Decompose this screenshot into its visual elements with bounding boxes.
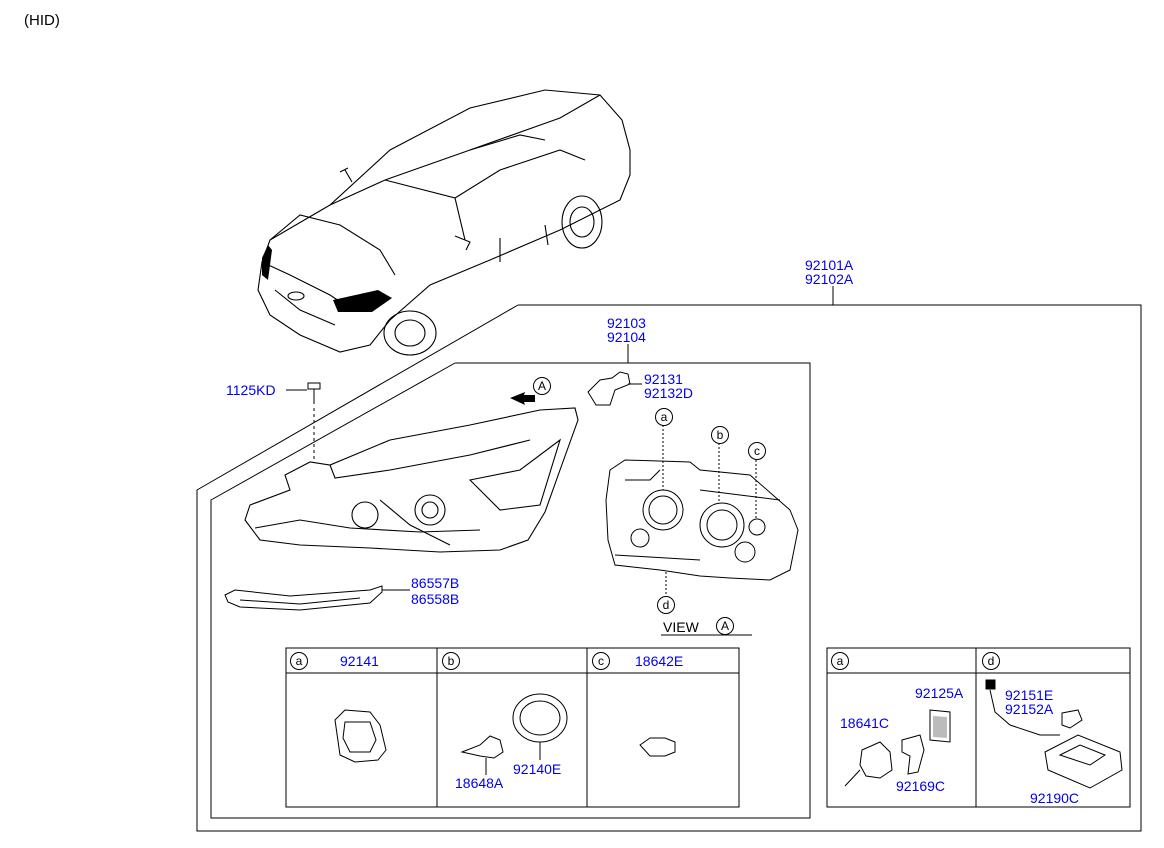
part-number-1125kd: 1125KD <box>226 382 276 398</box>
lamp-strip <box>224 585 410 611</box>
part-number-92102a: 92102A <box>805 271 854 287</box>
table-main-part-92141: 92141 <box>340 653 379 669</box>
assembly-frame <box>196 286 1142 832</box>
bulb-socket-a <box>334 709 387 763</box>
bolt-1125kd <box>307 382 321 460</box>
wiring-d <box>985 679 1083 736</box>
part-number-92151e: 92151E <box>1005 687 1054 703</box>
part-number-92190c: 92190C <box>1030 790 1080 806</box>
callout-a: a <box>655 408 673 426</box>
view-label: VIEW <box>663 619 699 635</box>
callout-a-upper: A <box>533 377 551 395</box>
part-number-92132d: 92132D <box>644 385 694 401</box>
table-main-letter-c: c <box>592 652 610 670</box>
hid-bulb-a <box>844 741 893 787</box>
callout-c: c <box>748 442 766 460</box>
part-number-86558b: 86558B <box>411 591 460 607</box>
part-number-92140e: 92140E <box>513 761 562 777</box>
part-number-92169c: 92169C <box>896 778 946 794</box>
part-number-92125a: 92125A <box>915 685 964 701</box>
callout-d: d <box>657 596 675 614</box>
clip-a <box>901 734 925 775</box>
headlamp-housing <box>244 407 579 553</box>
table-main-letter-b: b <box>442 652 460 670</box>
ballast-d <box>1044 734 1123 789</box>
view-arrow <box>510 392 535 405</box>
table-main-letter-a: a <box>290 652 308 670</box>
table-right-letter-d: d <box>982 652 1000 670</box>
part-number-92152a: 92152A <box>1005 701 1054 717</box>
parts-table-right <box>826 647 1131 808</box>
table-main-part-18642e: 18642E <box>635 653 684 669</box>
page-title: (HID) <box>24 12 60 29</box>
car-illustration <box>257 89 631 356</box>
view-ref-circle: A <box>716 617 734 635</box>
table-right-letter-a: a <box>831 652 849 670</box>
bracket <box>587 371 642 406</box>
callout-b: b <box>711 426 729 444</box>
parts-table-main <box>285 647 740 808</box>
dust-cap-b <box>512 693 568 760</box>
part-number-92131: 92131 <box>644 371 683 387</box>
part-number-86557b: 86557B <box>411 575 460 591</box>
pad-a <box>929 709 951 743</box>
part-number-18648a: 18648A <box>455 775 504 791</box>
bulb-c <box>639 737 676 757</box>
part-number-92104: 92104 <box>607 329 646 345</box>
part-number-92103: 92103 <box>607 315 646 331</box>
car-headlamp-highlight <box>262 245 392 312</box>
headlamp-rear-view <box>605 425 799 636</box>
part-number-92101a: 92101A <box>805 257 854 273</box>
bulb-b <box>460 735 504 775</box>
part-number-18641c: 18641C <box>840 715 890 731</box>
housing-frame <box>210 344 811 819</box>
